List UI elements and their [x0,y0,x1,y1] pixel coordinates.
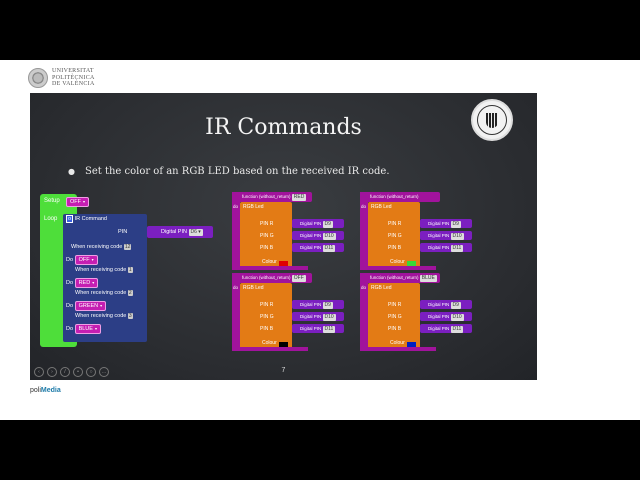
pointer-icon[interactable]: • [73,367,83,377]
function-block-red[interactable]: function (without_return) RED do RGB Led… [232,192,344,270]
university-seal-icon [28,68,48,88]
pen-icon[interactable]: / [60,367,70,377]
function-block-off[interactable]: function (without_return) OFF do RGB Led… [232,273,344,351]
setup-value-dropdown[interactable]: OFF▾ [66,197,90,207]
zoom-icon[interactable]: ○ [86,367,96,377]
slide: IR Commands ●Set the color of an RGB LED… [30,93,537,380]
function-block-blue[interactable]: function (without_return) BLUE do RGB Le… [360,273,472,351]
case-value-dropdown[interactable]: GREEN▾ [74,301,107,311]
page: UNIVERSITAT POLITÈCNICA DE VALÈNCIA IR C… [0,60,640,420]
colour-swatch[interactable] [407,261,416,267]
digital-pin-block[interactable]: Digital PIN D6 ▾ [147,226,213,238]
logo-line-2: POLITÈCNICA [52,74,95,81]
logo-line-3: DE VALÈNCIA [52,81,95,88]
more-icon[interactable]: … [99,367,109,377]
ir-command-block[interactable]: o IR Command PIN When receiving code 12 … [63,214,147,342]
pin-label: PIN [118,229,128,235]
setup-label: Setup [44,198,60,204]
function-block-green[interactable]: function (without_return) GREEN do RGB L… [360,192,472,270]
polimedia-logo: poliMedia [30,387,61,394]
case-value-dropdown[interactable]: RED▾ [74,278,99,288]
case-value-dropdown[interactable]: BLUE▾ [74,324,101,334]
logo-line-1: UNIVERSITAT [52,68,94,75]
page-number: 7 [281,367,286,374]
pin-dropdown[interactable]: D6 ▾ [188,229,203,236]
colour-swatch[interactable] [279,261,288,267]
colour-swatch[interactable] [407,342,416,348]
loop-label: Loop [44,216,58,222]
next-icon[interactable]: › [47,367,57,377]
ir-command-label: IR Command [74,216,107,222]
case-value-dropdown[interactable]: OFF▾ [74,255,98,265]
colour-swatch[interactable] [279,342,288,348]
slide-title: IR Commands [205,115,362,140]
slide-bullet: ●Set the color of an RGB LED based on th… [68,166,390,177]
slide-controls: ‹ › / • ○ … [34,367,109,377]
university-logo: UNIVERSITAT POLITÈCNICA DE VALÈNCIA [28,68,95,88]
bullet-text: Set the color of an RGB LED based on the… [84,166,390,177]
university-seal-icon [471,99,513,141]
previous-icon[interactable]: ‹ [34,367,44,377]
